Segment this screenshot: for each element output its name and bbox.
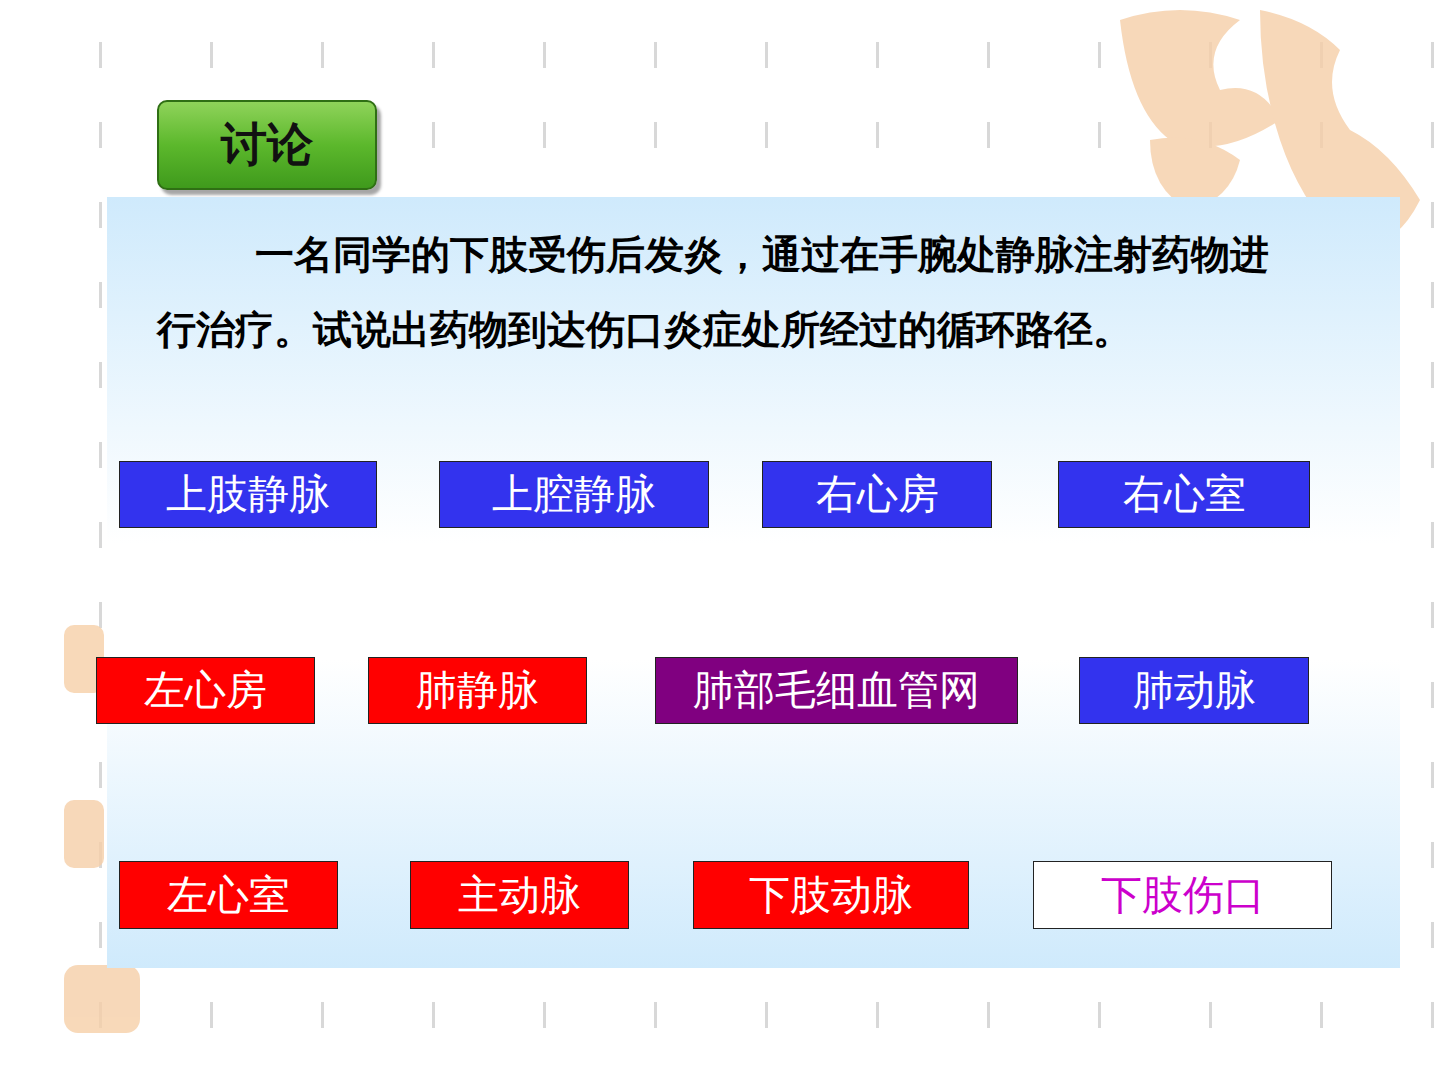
- box-label: 右心室: [1123, 467, 1246, 522]
- process-box: 左心室: [119, 861, 338, 929]
- question-text: 一名同学的下肢受伤后发炎，通过在手腕处静脉注射药物进行治疗。试说出药物到达伤口炎…: [157, 217, 1282, 367]
- box-label: 肺动脉: [1133, 663, 1256, 718]
- box-label: 下肢伤口: [1101, 868, 1265, 923]
- box-label: 肺部毛细血管网: [693, 663, 980, 718]
- box-label: 左心室: [167, 868, 290, 923]
- process-box: 肺部毛细血管网: [655, 657, 1018, 724]
- process-box: 上腔静脉: [439, 461, 709, 528]
- box-label: 主动脉: [458, 868, 581, 923]
- process-box: 上肢静脉: [119, 461, 377, 528]
- box-label: 上腔静脉: [492, 467, 656, 522]
- process-box: 左心房: [96, 657, 315, 724]
- process-box: 肺静脉: [368, 657, 587, 724]
- process-box: 右心室: [1058, 461, 1310, 528]
- process-box: 肺动脉: [1079, 657, 1309, 724]
- process-box: 下肢动脉: [693, 861, 969, 929]
- question-panel: 一名同学的下肢受伤后发炎，通过在手腕处静脉注射药物进行治疗。试说出药物到达伤口炎…: [107, 197, 1400, 968]
- process-box: 下肢伤口: [1033, 861, 1332, 929]
- title-button: 讨论: [157, 100, 377, 190]
- box-label: 右心房: [816, 467, 939, 522]
- box-label: 左心房: [144, 663, 267, 718]
- box-label: 肺静脉: [416, 663, 539, 718]
- process-box: 主动脉: [410, 861, 629, 929]
- box-label: 上肢静脉: [166, 467, 330, 522]
- box-label: 下肢动脉: [749, 868, 913, 923]
- process-box: 右心房: [762, 461, 992, 528]
